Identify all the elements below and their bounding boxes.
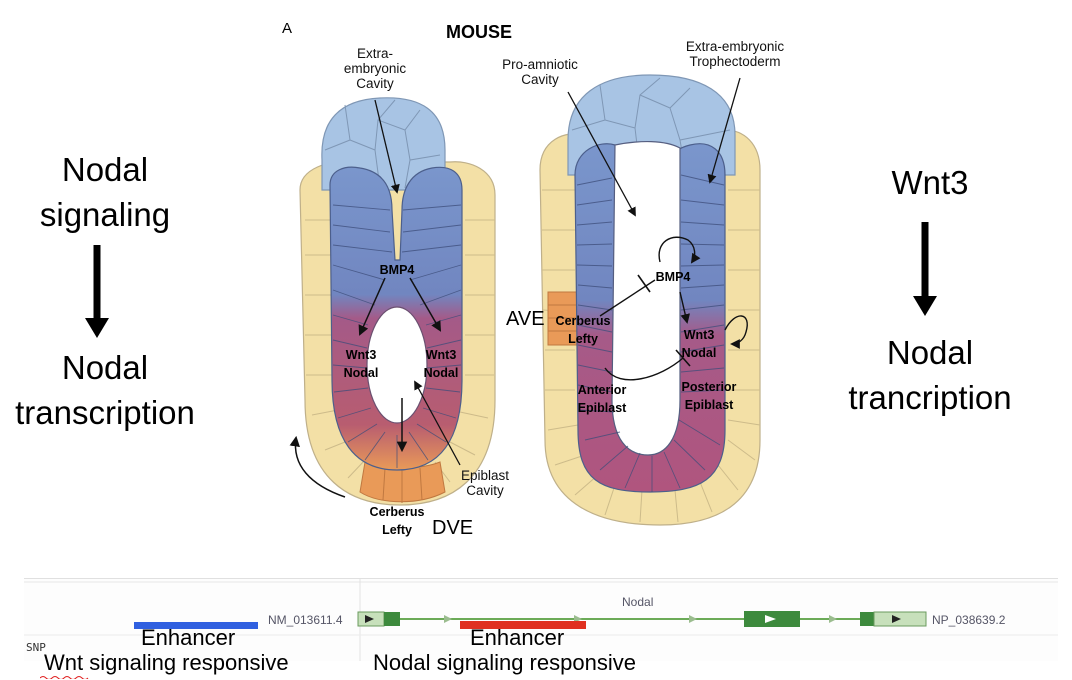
label-wnt3-nodal-left-a: Wnt3 Nodal <box>336 346 386 382</box>
label-line: Nodal <box>343 366 379 380</box>
left-top-line-2: signaling <box>39 196 171 233</box>
panel-letter: A <box>282 20 293 37</box>
label-posterior-epiblast: Posterior Epiblast <box>674 378 744 414</box>
label-bmp4-right: BMP4 <box>655 270 691 284</box>
label-line: Cavity <box>466 483 504 498</box>
label-line: Epiblast <box>577 401 627 415</box>
label-epiblast-cavity: Epiblast Cavity <box>445 468 525 498</box>
label-line: Epiblast <box>684 398 734 412</box>
label-line: Posterior <box>681 380 737 394</box>
left-embryo <box>289 97 496 506</box>
left-bottom-line-2: transcription <box>15 394 195 431</box>
right-top-text: Wnt3 <box>891 164 969 201</box>
enhancer-bar-nodal <box>460 621 586 629</box>
transcript-left: NM_013611.4 <box>268 613 343 627</box>
label-line: Cerberus <box>555 314 611 328</box>
label-wnt3-nodal-right: Wnt3 Nodal <box>674 326 724 362</box>
label-line: Lefty <box>568 332 598 346</box>
enhancer-1-label: Enhancer <box>141 625 236 650</box>
label-line: Extra-embryonic <box>685 39 785 54</box>
left-down-arrow <box>85 245 109 338</box>
left-top-text: Nodal signaling <box>20 147 190 237</box>
label-ave: AVE <box>506 308 545 330</box>
label-line: Nodal <box>681 346 717 360</box>
label-line: Wnt3 <box>345 348 377 362</box>
spellcheck-underline <box>40 676 89 679</box>
label-dve: DVE <box>432 517 474 539</box>
label-line: Anterior <box>577 383 627 397</box>
enhancer-bar-wnt <box>134 622 258 629</box>
label-cerberus-lefty-left: Cerberus Lefty <box>362 503 432 539</box>
embryo-diagram <box>85 74 937 526</box>
label-line: Trophectoderm <box>689 54 781 69</box>
label-line: Cavity <box>356 76 394 91</box>
label-line: Wnt3 <box>425 348 457 362</box>
label-line: Nodal <box>423 366 459 380</box>
left-top-line-1: Nodal <box>61 151 149 188</box>
enhancer-2-caption: Nodal signaling responsive <box>373 650 636 675</box>
figure-title: MOUSE <box>446 22 513 42</box>
label-bmp4-left: BMP4 <box>379 263 415 277</box>
label-line: Cerberus <box>369 505 425 519</box>
label-line: embryonic <box>343 61 407 76</box>
label-extra-embryonic-cavity: Extra- embryonic Cavity <box>335 46 415 91</box>
label-line: Pro-amniotic <box>502 57 578 72</box>
transcript-right: NP_038639.2 <box>932 613 1006 627</box>
right-down-arrow <box>913 222 937 316</box>
enhancer-1-caption: Wnt signaling responsive <box>44 650 289 675</box>
label-extra-embryonic-trophectoderm: Extra-embryonic Trophectoderm <box>670 39 800 69</box>
right-bottom-line-1: Nodal <box>886 334 974 371</box>
left-bottom-line-1: Nodal <box>61 349 149 386</box>
label-cerberus-lefty-right: Cerberus Lefty <box>548 312 618 348</box>
label-line: Epiblast <box>460 468 510 483</box>
label-line: Lefty <box>382 523 412 537</box>
snp-track-label: SNP <box>26 641 46 654</box>
enhancer-2-label: Enhancer <box>470 625 565 650</box>
left-bottom-text: Nodal transcription <box>0 345 210 435</box>
label-line: Cavity <box>521 72 559 87</box>
gene-track <box>24 579 1058 661</box>
label-pro-amniotic-cavity: Pro-amniotic Cavity <box>490 57 590 87</box>
label-anterior-epiblast: Anterior Epiblast <box>567 381 637 417</box>
genome-browser-panel: Nodal NM_013611.4 NP_038639.2 SNP <box>24 578 1058 661</box>
right-embryo <box>539 74 761 526</box>
gene-name: Nodal <box>622 595 654 609</box>
label-wnt3-nodal-left-b: Wnt3 Nodal <box>416 346 466 382</box>
right-bottom-line-2: trancription <box>848 379 1012 416</box>
label-line: Extra- <box>356 46 393 61</box>
label-line: Wnt3 <box>683 328 715 342</box>
right-bottom-text: Nodal trancription <box>835 330 1025 420</box>
